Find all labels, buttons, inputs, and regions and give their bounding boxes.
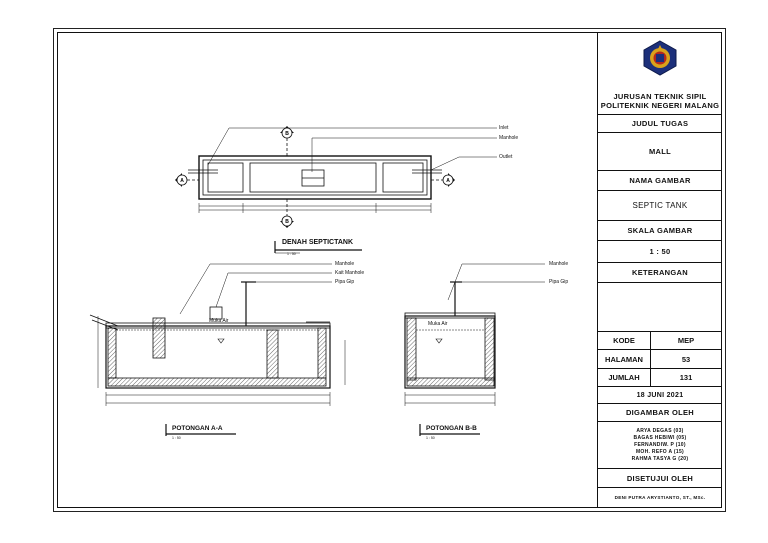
section-a-left-wall xyxy=(107,327,117,379)
plan-chamber-1 xyxy=(207,162,244,193)
judul-tugas-label: JUDUL TUGAS xyxy=(598,115,722,133)
section-markers: B B A A xyxy=(175,126,455,228)
department-name: JURUSAN TEKNIK SIPIL xyxy=(613,92,707,101)
callout-pipa-gip-b: Pipa Gip xyxy=(549,279,569,285)
keterangan-area xyxy=(598,283,722,332)
callout-outlet: Outlet xyxy=(499,154,513,160)
sheet-inner-border xyxy=(57,32,722,508)
svg-text:B: B xyxy=(285,219,289,225)
jumlah-value: 131 xyxy=(679,373,693,382)
judul-tugas-value: MALL xyxy=(598,133,722,171)
section-marker-b-bottom: B xyxy=(280,215,294,228)
svg-text:A: A xyxy=(446,178,450,184)
section-b-view xyxy=(404,263,545,436)
kode-label: KODE xyxy=(598,332,651,349)
plan-view xyxy=(182,127,497,254)
plan-outer-wall xyxy=(198,155,432,200)
svg-text:B: B xyxy=(285,131,289,137)
callout-pipa-gip-a: Pipa Gip xyxy=(335,279,355,285)
jumlah-label: JUMLAH xyxy=(598,369,651,386)
author-name: FERNANDIW. P (10) xyxy=(634,441,686,448)
plan-title: DENAH SEPTICTANK xyxy=(282,239,354,246)
author-name: BAGAS HEBIWI (05) xyxy=(633,434,687,441)
nama-gambar-label: NAMA GAMBAR xyxy=(598,171,722,191)
section-b-outline xyxy=(404,315,496,389)
jumlah-row: JUMLAH 131 xyxy=(598,369,722,387)
section-b-slab xyxy=(404,312,496,319)
section-b-title: POTONGAN B-B xyxy=(426,425,477,432)
author-list: ARYA DEGAS (03) BAGAS HEBIWI (05) FERNAN… xyxy=(598,422,722,469)
halaman-value: 53 xyxy=(681,354,691,364)
svg-text:A: A xyxy=(180,178,184,184)
section-b-left-wall xyxy=(406,317,417,381)
section-marker-b-top: B xyxy=(280,126,294,139)
section-b-scale: 1 : 50 xyxy=(426,436,435,440)
kode-row: KODE MEP xyxy=(598,332,722,350)
section-marker-a-left: A xyxy=(175,173,188,187)
polinema-logo-icon xyxy=(643,40,677,76)
plan-chamber-3 xyxy=(382,162,424,193)
halaman-row: HALAMAN 53 xyxy=(598,350,722,369)
skala-gambar-label: SKALA GAMBAR xyxy=(598,221,722,241)
section-a-view xyxy=(89,263,346,436)
callout-manhole-a: Manhole xyxy=(335,261,355,267)
section-a-floor xyxy=(107,377,327,387)
institution-name: POLITEKNIK NEGERI MALANG xyxy=(600,101,720,110)
plan-chamber-2 xyxy=(249,162,377,193)
plan-inner-wall xyxy=(202,159,428,196)
plan-scale: 1 : 50 xyxy=(287,252,296,256)
title-block: JURUSAN TEKNIK SIPIL POLITEKNIK NEGERI M… xyxy=(597,32,722,508)
author-name: RAHMA TASYA G (20) xyxy=(631,455,689,462)
section-a-right-wall xyxy=(317,327,327,379)
section-marker-a-right: A xyxy=(442,173,455,187)
callout-kait-manhole: Kait Manhole xyxy=(335,270,365,276)
skala-gambar-value: 1 : 50 xyxy=(598,241,722,263)
callout-manhole-plan: Manhole xyxy=(499,135,519,141)
section-b-right-wall xyxy=(484,317,495,381)
kode-value: MEP xyxy=(677,336,695,345)
disetujui-label: DISETUJUI OLEH xyxy=(598,469,722,488)
author-name: ARYA DEGAS (03) xyxy=(636,427,684,434)
callout-muka-air-b: Muka Air xyxy=(428,321,448,327)
halaman-label: HALAMAN xyxy=(598,350,651,368)
section-b-floor xyxy=(406,377,495,387)
approver-name: DENI PUTRA ARYSTIANTO, ST., MSc. xyxy=(614,495,706,500)
section-a-outline xyxy=(105,325,331,389)
callout-inlet: Inlet xyxy=(499,125,509,131)
digambar-label: DIGAMBAR OLEH xyxy=(598,404,722,422)
section-a-baffle-2 xyxy=(266,329,279,379)
section-a-baffle-1 xyxy=(152,317,166,359)
callout-manhole-b: Manhole xyxy=(549,261,569,267)
drawing-date: 18 JUNI 2021 xyxy=(598,387,722,404)
author-name: MOH. REFO A (15) xyxy=(635,448,685,455)
keterangan-label: KETERANGAN xyxy=(598,263,722,283)
section-a-title: POTONGAN A-A xyxy=(172,425,223,432)
nama-gambar-value: SEPTIC TANK xyxy=(598,191,722,221)
section-a-scale: 1 : 50 xyxy=(172,436,181,440)
sheet-outer-border xyxy=(53,28,726,512)
callout-muka-air-a: Muka Air xyxy=(209,318,229,324)
